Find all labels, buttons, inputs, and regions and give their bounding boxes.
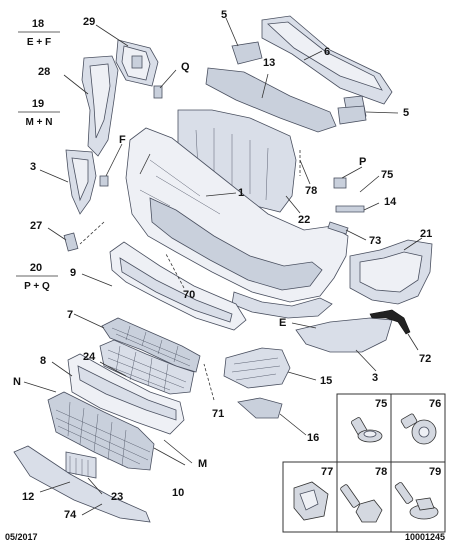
part-24-honeycomb-grille (99, 339, 195, 395)
group-20-sub: P + Q (24, 281, 50, 292)
label-6: 6 (324, 46, 330, 58)
part-9-grille-frame (109, 241, 247, 331)
label-78: 78 (305, 185, 317, 197)
part-7-upper-grille (101, 317, 201, 373)
hardware-label-78: 78 (375, 466, 387, 478)
clip-icon (293, 481, 329, 521)
part-29-bracket (115, 39, 159, 87)
label-12: 12 (22, 491, 34, 503)
part-3-lower-spoiler (295, 317, 393, 353)
hardware-cell-79 (390, 461, 446, 533)
hardware-panel: 75 76 77 78 79 (282, 393, 446, 533)
label-5-right: 5 (403, 107, 409, 119)
part-23-insert (65, 451, 97, 479)
footer-reference: 10001245 (405, 532, 445, 542)
label-7: 7 (67, 309, 73, 321)
part-f-clip (99, 175, 109, 187)
label-13: 13 (263, 57, 275, 69)
label-e: E (279, 317, 286, 329)
part-27-clip (63, 232, 79, 252)
group-19-num: 19 (32, 98, 44, 110)
group-18: 18 E + F (18, 18, 60, 48)
label-72: 72 (419, 353, 431, 365)
group-18-sub: E + F (27, 37, 51, 48)
callout-labels: 29 28 3 27 5 6 13 5 1 22 78 P 75 14 73 2… (13, 9, 432, 521)
clip-screw-icon (351, 417, 383, 443)
label-73: 73 (369, 235, 381, 247)
hardware-label-76: 76 (429, 398, 441, 410)
label-71: 71 (212, 408, 224, 420)
bolt-icon (340, 484, 383, 523)
label-5-top: 5 (221, 9, 227, 21)
leader-lines (23, 17, 423, 516)
part-5-top-crashbox (231, 41, 263, 65)
label-10: 10 (172, 487, 184, 499)
flange-screw-icon (394, 482, 439, 520)
label-q: Q (181, 61, 190, 73)
part-16-cover (237, 397, 283, 419)
group-20: 20 P + Q (16, 262, 58, 292)
part-q-clip (153, 85, 163, 99)
group-20-num: 20 (30, 262, 42, 274)
label-8: 8 (40, 355, 46, 367)
label-28: 28 (38, 66, 50, 78)
part-28-side-bracket (81, 55, 119, 157)
group-19: 19 M + N (18, 98, 60, 128)
part-72-strip (369, 309, 411, 335)
part-15-fog-surround (223, 347, 291, 389)
group-18-num: 18 (32, 18, 44, 30)
footer-date: 05/2017 (5, 532, 38, 542)
part-14-trim (335, 205, 365, 213)
label-3-right: 3 (372, 372, 378, 384)
part-21-side-bracket (349, 239, 433, 305)
label-14: 14 (384, 196, 397, 208)
label-70: 70 (183, 289, 195, 301)
label-21: 21 (420, 228, 432, 240)
part-13-absorber (205, 67, 337, 133)
label-75: 75 (381, 169, 393, 181)
label-3-left: 3 (30, 161, 36, 173)
label-m: M (198, 458, 207, 470)
label-27: 27 (30, 220, 42, 232)
part-10-lower-grille (47, 391, 155, 471)
label-1: 1 (238, 187, 244, 199)
part-8-outer-frame (67, 353, 185, 435)
label-24: 24 (83, 351, 96, 363)
label-9: 9 (70, 267, 76, 279)
hardware-label-77: 77 (321, 466, 333, 478)
label-74: 74 (64, 509, 77, 521)
label-15: 15 (320, 375, 332, 387)
part-p-clip (333, 177, 347, 189)
part-5-right-crashbox (337, 105, 367, 125)
push-rivet-icon (400, 413, 437, 445)
label-29: 29 (83, 16, 95, 28)
group-19-sub: M + N (26, 117, 53, 128)
part-1-bumper-cover (125, 127, 349, 319)
label-23: 23 (111, 491, 123, 503)
dashed-leaders (79, 150, 301, 401)
label-22: 22 (298, 214, 310, 226)
hardware-label-79: 79 (429, 466, 441, 478)
label-16: 16 (307, 432, 319, 444)
part-3-left-guide (65, 149, 97, 215)
part-73-trim (327, 221, 349, 235)
hardware-label-75: 75 (375, 398, 387, 410)
label-p: P (359, 156, 366, 168)
label-f: F (119, 134, 126, 146)
label-n: N (13, 376, 21, 388)
